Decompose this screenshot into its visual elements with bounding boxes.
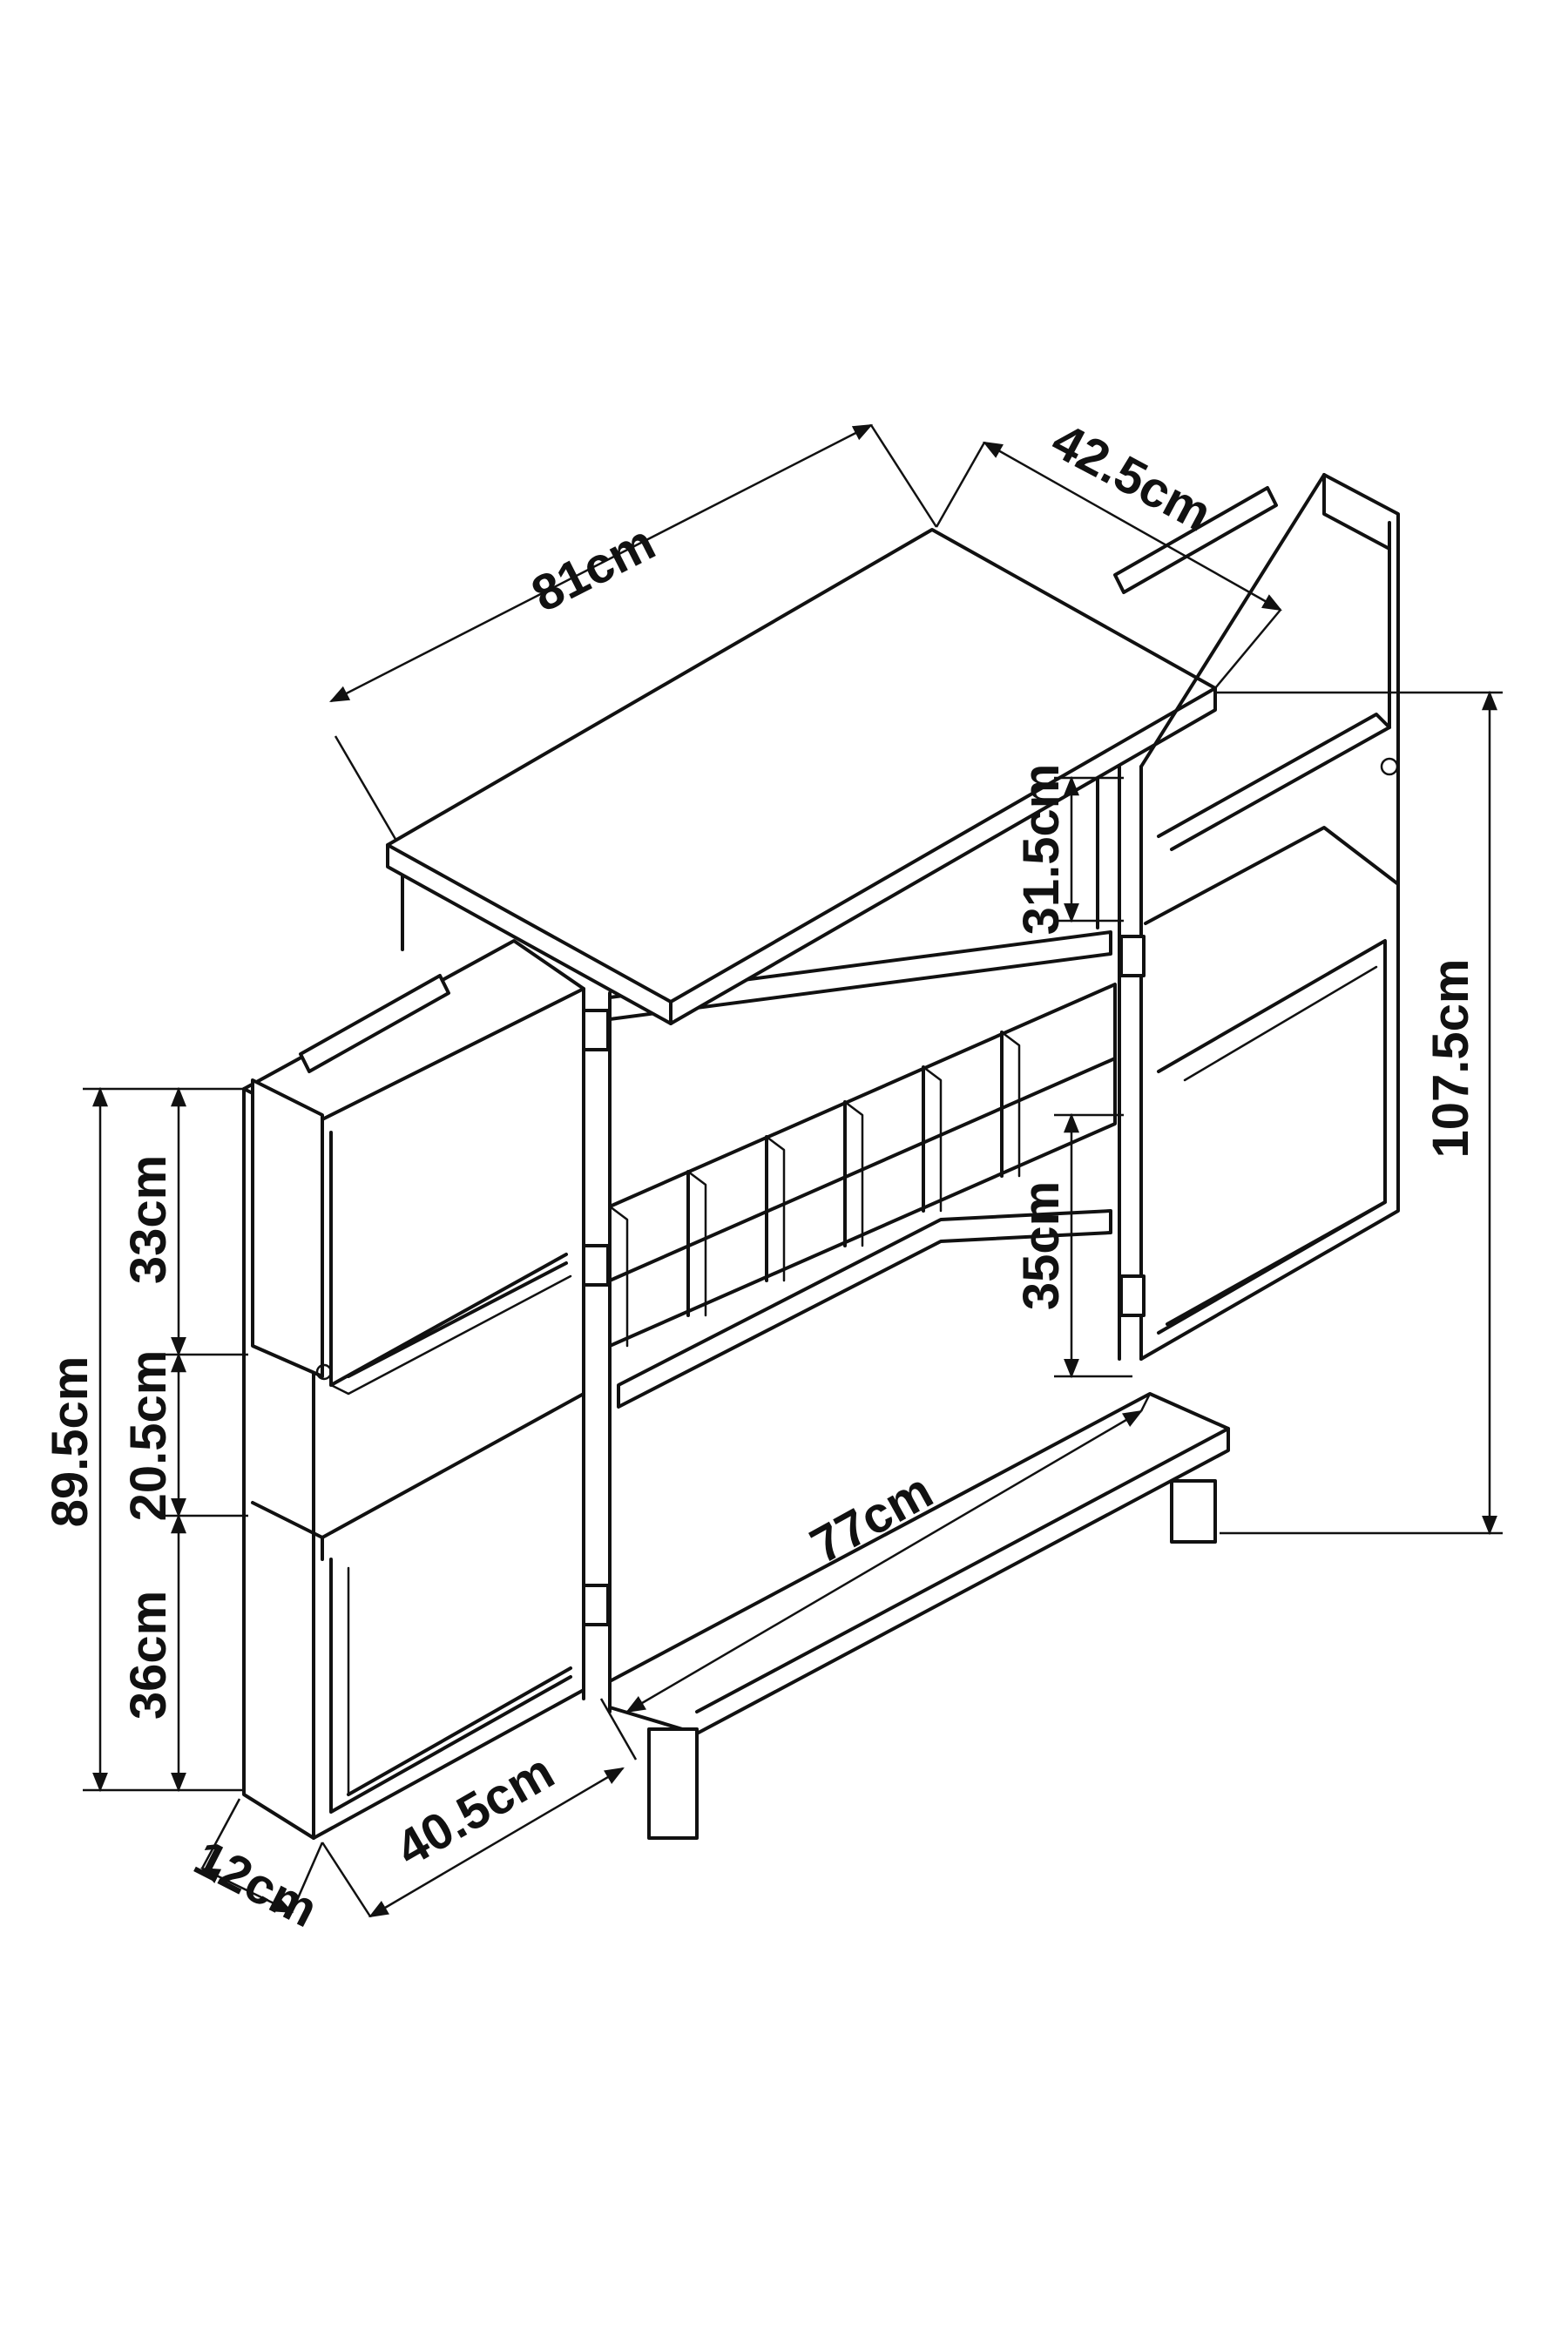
cabinet-top — [386, 528, 1217, 1025]
door-depth-label: 12cm — [186, 1829, 327, 1938]
right-door — [1113, 473, 1400, 1361]
bottom-platform — [608, 1392, 1230, 1735]
dimension-door-height: 89.5cm — [42, 1086, 244, 1793]
dimension-total-height: 107.5cm — [1215, 690, 1503, 1536]
dimension-door-sections: 33cm 20.5cm 36cm — [120, 1086, 248, 1793]
door-lower-label: 36cm — [120, 1591, 177, 1720]
total-height-label: 107.5cm — [1423, 959, 1479, 1159]
wine-rack-label: 35cm — [1013, 1181, 1070, 1310]
door-upper-label: 33cm — [120, 1155, 177, 1284]
door-height-label: 89.5cm — [42, 1356, 98, 1528]
front-leg — [647, 1727, 699, 1840]
lower-shelf — [617, 1209, 1112, 1409]
left-door-handle — [299, 974, 450, 1073]
hinges — [582, 935, 1146, 1626]
top-depth-label: 42.5cm — [1043, 412, 1220, 543]
dimension-upper-gap: 31.5cm — [1013, 764, 1124, 936]
upper-gap-label: 31.5cm — [1013, 764, 1070, 936]
left-door — [242, 939, 585, 1840]
door-middle-label: 20.5cm — [120, 1350, 177, 1522]
top-width-label: 81cm — [523, 514, 664, 623]
right-leg — [1170, 1479, 1217, 1544]
wine-rack — [608, 983, 1117, 1348]
dimension-wine-rack: 35cm — [1013, 1112, 1132, 1379]
